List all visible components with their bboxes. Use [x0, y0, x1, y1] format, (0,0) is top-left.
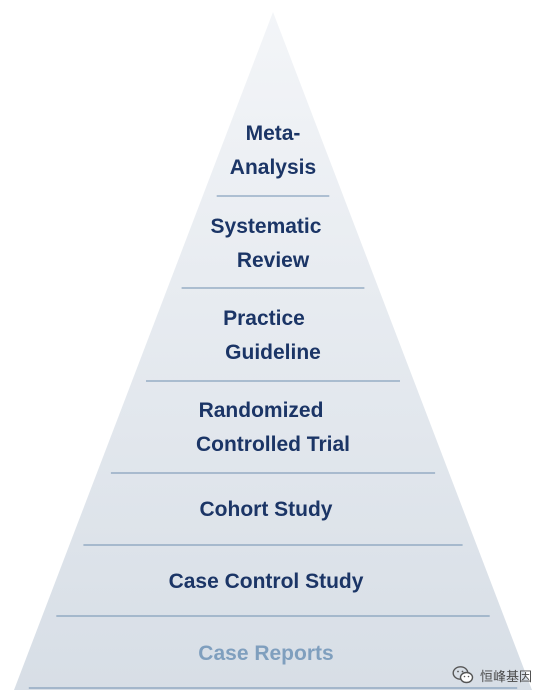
pyramid-dividers [28, 195, 518, 689]
level-case-control-study-line-1: Case Control Study [168, 570, 364, 593]
level-meta-analysis-line-1: Meta- [245, 122, 301, 145]
level-case-reports: Case Reports [0, 637, 546, 671]
level-systematic-review-line-1: Systematic [210, 215, 322, 238]
level-randomized-controlled-trial: Randomized Controlled Trial [0, 394, 546, 462]
watermark: 恒峰基因 [452, 664, 532, 686]
level-practice-guideline-line-2: Guideline [225, 341, 321, 364]
level-randomized-controlled-trial-line-2: Controlled Trial [195, 433, 350, 456]
level-meta-analysis-line-2: Analysis [229, 156, 317, 179]
level-systematic-review-line-2: Review [236, 249, 310, 272]
level-systematic-review: Systematic Review [0, 210, 546, 278]
wechat-icon [452, 665, 474, 685]
level-cohort-study: Cohort Study [0, 493, 546, 527]
level-randomized-controlled-trial-line-1: Randomized [198, 399, 324, 422]
pyramid-shape [14, 12, 532, 690]
level-practice-guideline: Practice Guideline [0, 302, 546, 370]
level-meta-analysis: Meta- Analysis [0, 117, 546, 185]
level-case-reports-line-1: Case Reports [198, 642, 334, 665]
level-cohort-study-line-1: Cohort Study [199, 498, 333, 521]
level-case-control-study: Case Control Study [0, 565, 546, 599]
watermark-text: 恒峰基因 [479, 668, 532, 684]
level-practice-guideline-line-1: Practice [223, 307, 305, 330]
